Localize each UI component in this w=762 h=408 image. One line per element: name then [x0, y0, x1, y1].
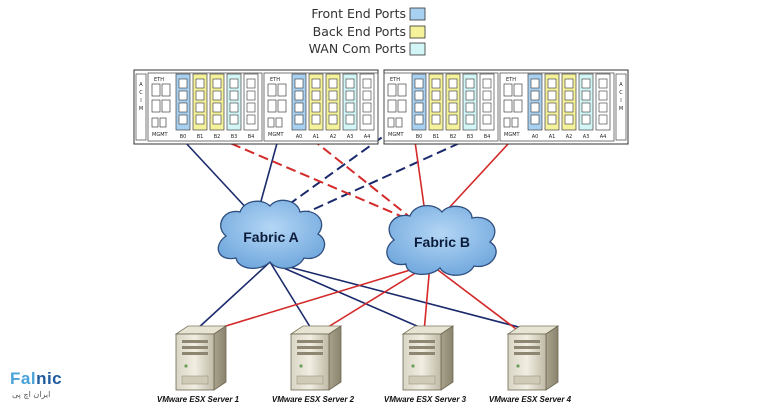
acim-letter: I [140, 98, 141, 104]
server-3-label: VMware ESX Server 3 [384, 395, 467, 404]
port-label: A1 [549, 134, 556, 140]
fabric-b-label: Fabric B [414, 234, 470, 250]
brand-logo: Falnic ایران اچ پی [10, 369, 100, 405]
eth-label: ETH [506, 77, 516, 83]
port-label: A0 [532, 134, 539, 140]
server-4-label: VMware ESX Server 4 [489, 395, 572, 404]
port-label: B2 [214, 134, 221, 140]
acim-letter: M [619, 106, 623, 112]
port-label: B0 [416, 134, 423, 140]
port-label: B3 [467, 134, 474, 140]
legend: Front End Ports Back End Ports WAN Com P… [309, 6, 426, 56]
legend-wan-label: WAN Com Ports [309, 41, 406, 56]
esx-server-3 [401, 325, 455, 391]
acim-letter: C [619, 90, 623, 96]
acim-letter: A [139, 82, 143, 88]
mgmt-label: MGMT [504, 132, 521, 138]
port-label: B2 [450, 134, 457, 140]
eth-label: ETH [390, 77, 400, 83]
server-1-label: VMware ESX Server 1 [157, 395, 240, 404]
eth-label: ETH [154, 77, 164, 83]
port-label: B1 [197, 134, 204, 140]
legend-front-swatch [409, 7, 426, 21]
port-label: B4 [484, 134, 491, 140]
legend-front-label: Front End Ports [311, 6, 406, 21]
port-label: B1 [433, 134, 440, 140]
acim-letter: C [139, 90, 143, 96]
esx-server-2 [289, 325, 343, 391]
acim-letter: A [619, 82, 623, 88]
legend-wan-swatch [409, 42, 426, 56]
port-label: A1 [313, 134, 320, 140]
brand-name-b: nic [36, 369, 63, 388]
fabric-a-label: Fabric A [243, 229, 299, 245]
port-label: B3 [231, 134, 238, 140]
acim-letter: I [620, 98, 621, 104]
port-label: A2 [566, 134, 573, 140]
brand-sub: ایران اچ پی [12, 390, 51, 399]
legend-back-swatch [409, 25, 426, 39]
legend-back-label: Back End Ports [313, 24, 406, 39]
port-label: A4 [600, 134, 607, 140]
port-label: A3 [583, 134, 590, 140]
server-2-label: VMware ESX Server 2 [272, 395, 355, 404]
port-label: A2 [330, 134, 337, 140]
esx-server-1 [174, 325, 228, 391]
brand-name-a: Fal [10, 369, 37, 388]
port-label: A0 [296, 134, 303, 140]
mgmt-label: MGMT [152, 132, 169, 138]
port-label: A4 [364, 134, 371, 140]
fabric-b-cloud: Fabric B [386, 205, 497, 276]
port-label: B4 [248, 134, 255, 140]
acim-letter: M [139, 106, 143, 112]
fabric-a-cloud: Fabric A [217, 199, 326, 269]
eth-label: ETH [270, 77, 280, 83]
servers [174, 325, 560, 391]
port-label: B0 [180, 134, 187, 140]
esx-server-4 [506, 325, 560, 391]
mgmt-label: MGMT [268, 132, 285, 138]
mgmt-label: MGMT [388, 132, 405, 138]
port-label: A3 [347, 134, 354, 140]
